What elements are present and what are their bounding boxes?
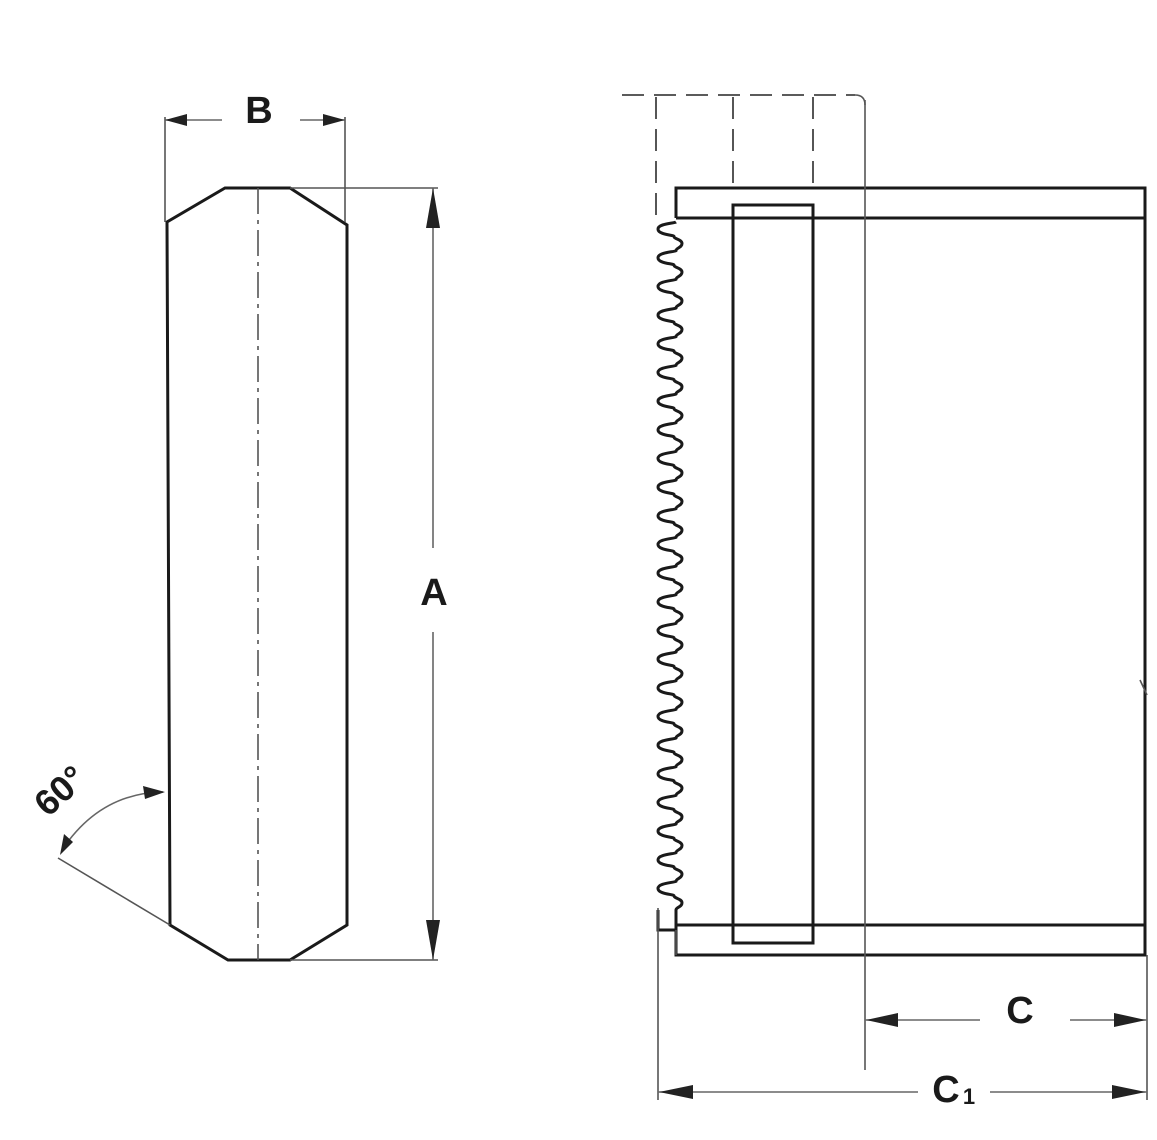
dimension-c1: C 1 xyxy=(657,955,1147,1111)
angle-arrow-lower xyxy=(60,834,73,855)
dimension-c-arrow-left xyxy=(866,1013,898,1027)
dimension-b-arrow-left xyxy=(165,114,187,126)
jaw-front-view xyxy=(622,94,1148,1070)
dimension-a-label: A xyxy=(420,572,447,614)
jaw-front-outline xyxy=(674,186,1147,957)
dimension-c-label: C xyxy=(1006,990,1033,1032)
dimension-c-arrow-right xyxy=(1114,1013,1146,1027)
angle-dimension: 60° xyxy=(26,757,171,926)
dimension-b-label: B xyxy=(245,90,272,132)
hidden-line-corner xyxy=(854,94,866,106)
dimension-c1-arrow-left xyxy=(659,1085,693,1099)
dimension-a: A xyxy=(290,187,448,961)
dimension-b: B xyxy=(164,90,346,222)
jaw-side-view xyxy=(165,186,349,962)
dimension-c1-label: C xyxy=(932,1069,959,1111)
angle-extension-line xyxy=(57,857,171,926)
dimension-b-arrow-right xyxy=(323,114,345,126)
serrated-rack xyxy=(656,220,684,932)
dimension-c1-arrow-right xyxy=(1112,1085,1146,1099)
angle-arrow-upper xyxy=(143,786,165,799)
angle-label: 60° xyxy=(26,757,94,824)
dimension-c: C xyxy=(865,955,1148,1100)
edge-mark xyxy=(1139,679,1148,696)
jaw-side-outline xyxy=(165,186,349,962)
dimension-a-arrow-top xyxy=(426,188,440,228)
jaw-inner-bar xyxy=(731,203,815,945)
dimension-a-arrow-bottom xyxy=(426,920,440,960)
dimension-c1-subscript: 1 xyxy=(963,1084,975,1109)
